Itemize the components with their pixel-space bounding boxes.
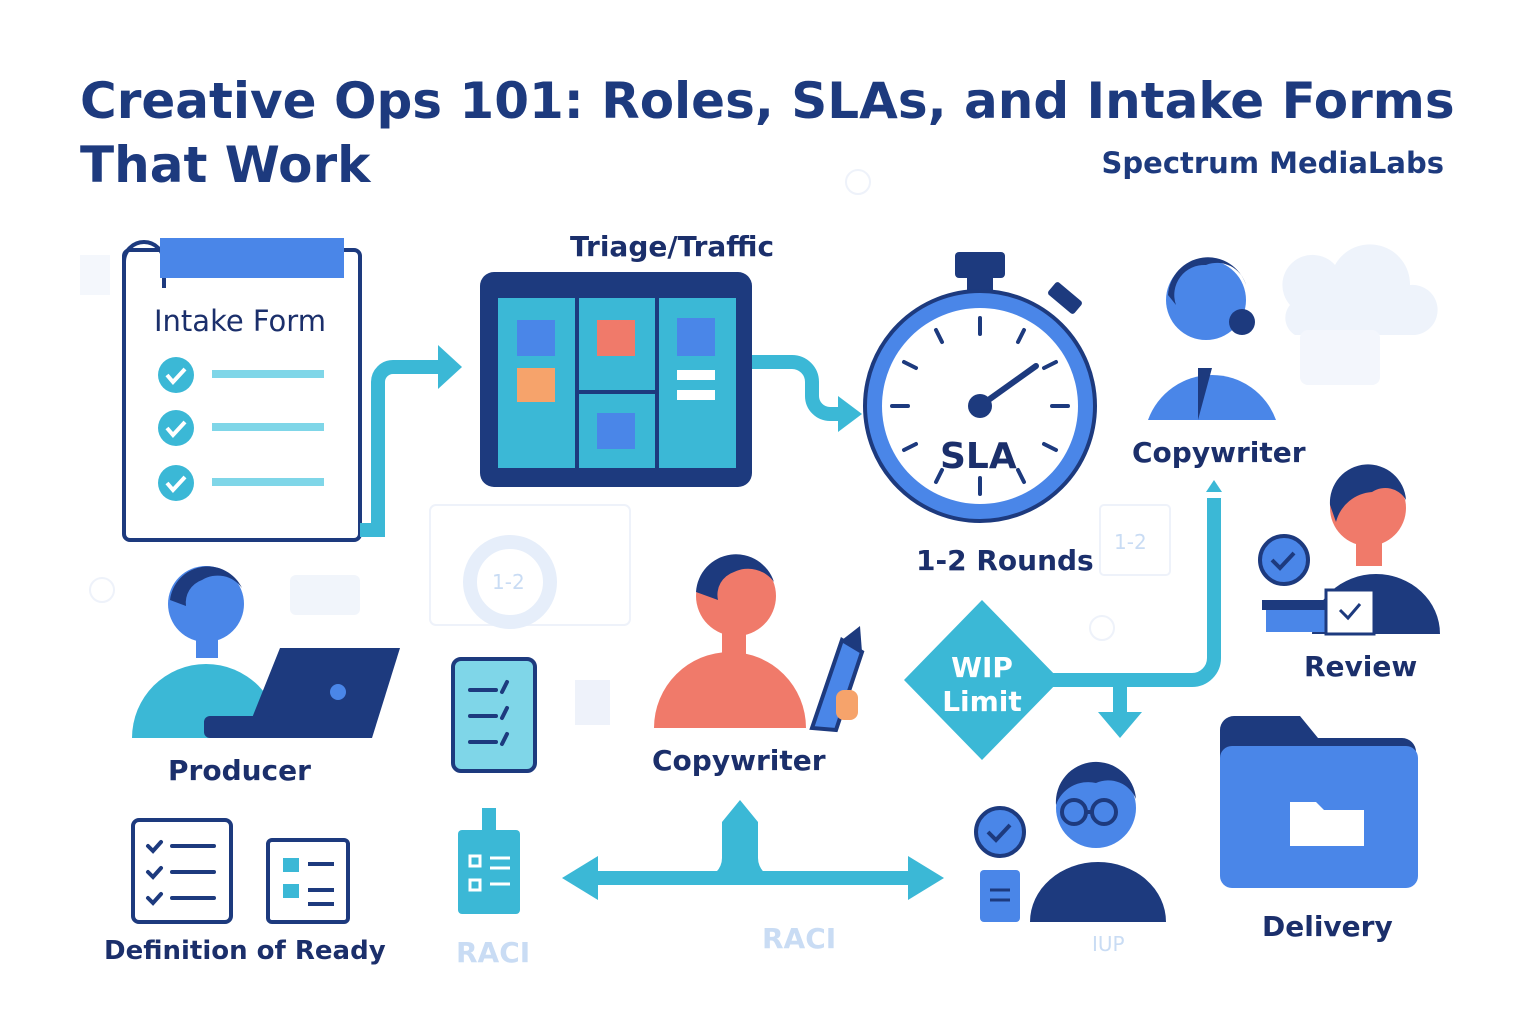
copywriter-to-approval-arrow xyxy=(1042,480,1222,738)
wip-label-line1: WIP xyxy=(951,651,1013,684)
checklist-icon xyxy=(451,657,537,773)
raci-badge-icon xyxy=(458,808,520,914)
delivery-label: Delivery xyxy=(1262,910,1393,943)
copywriter-top-label: Copywriter xyxy=(1132,436,1306,469)
copywriter-pen-icon xyxy=(654,554,865,733)
raci-center-label: RACI xyxy=(762,922,837,955)
donut-label: 1-2 xyxy=(492,570,525,594)
page-title-line2: That Work xyxy=(80,136,371,194)
raci-double-arrow xyxy=(562,800,944,900)
approver-icon xyxy=(974,761,1166,922)
wip-diamond-icon xyxy=(904,600,1060,760)
definition-checklist-icon xyxy=(131,818,233,924)
definition-of-ready-label: Definition of Ready xyxy=(104,936,386,966)
sla-label: SLA xyxy=(940,436,1017,477)
iup-label: IUP xyxy=(1092,932,1125,956)
delivery-folder-icon xyxy=(1220,716,1418,888)
triage-label: Triage/Traffic xyxy=(570,230,775,263)
kanban-board-icon xyxy=(480,272,752,487)
reviewer-icon xyxy=(1258,464,1440,636)
producer-label: Producer xyxy=(168,754,311,787)
stopwatch-icon xyxy=(863,252,1097,523)
intake-form-icon xyxy=(122,238,362,542)
review-label: Review xyxy=(1304,650,1418,683)
page-title-line1: Creative Ops 101: Roles, SLAs, and Intak… xyxy=(80,72,1455,130)
box-mark-label: 1-2 xyxy=(1114,530,1147,554)
intake-form-label: Intake Form xyxy=(154,304,326,338)
wip-label-line2: Limit xyxy=(942,685,1022,718)
background-decorations xyxy=(80,169,1438,725)
copywriter-icon xyxy=(1148,257,1276,420)
raci-left-label: RACI xyxy=(456,936,531,969)
triage-to-sla-arrow xyxy=(752,355,862,432)
definition-grid-icon xyxy=(266,838,350,924)
rounds-label: 1-2 Rounds xyxy=(916,544,1094,577)
copywriter-center-label: Copywriter xyxy=(652,744,826,777)
producer-icon xyxy=(132,566,400,738)
brand-name: Spectrum MediaLabs xyxy=(1101,146,1445,180)
intake-to-triage-arrow xyxy=(360,345,462,537)
